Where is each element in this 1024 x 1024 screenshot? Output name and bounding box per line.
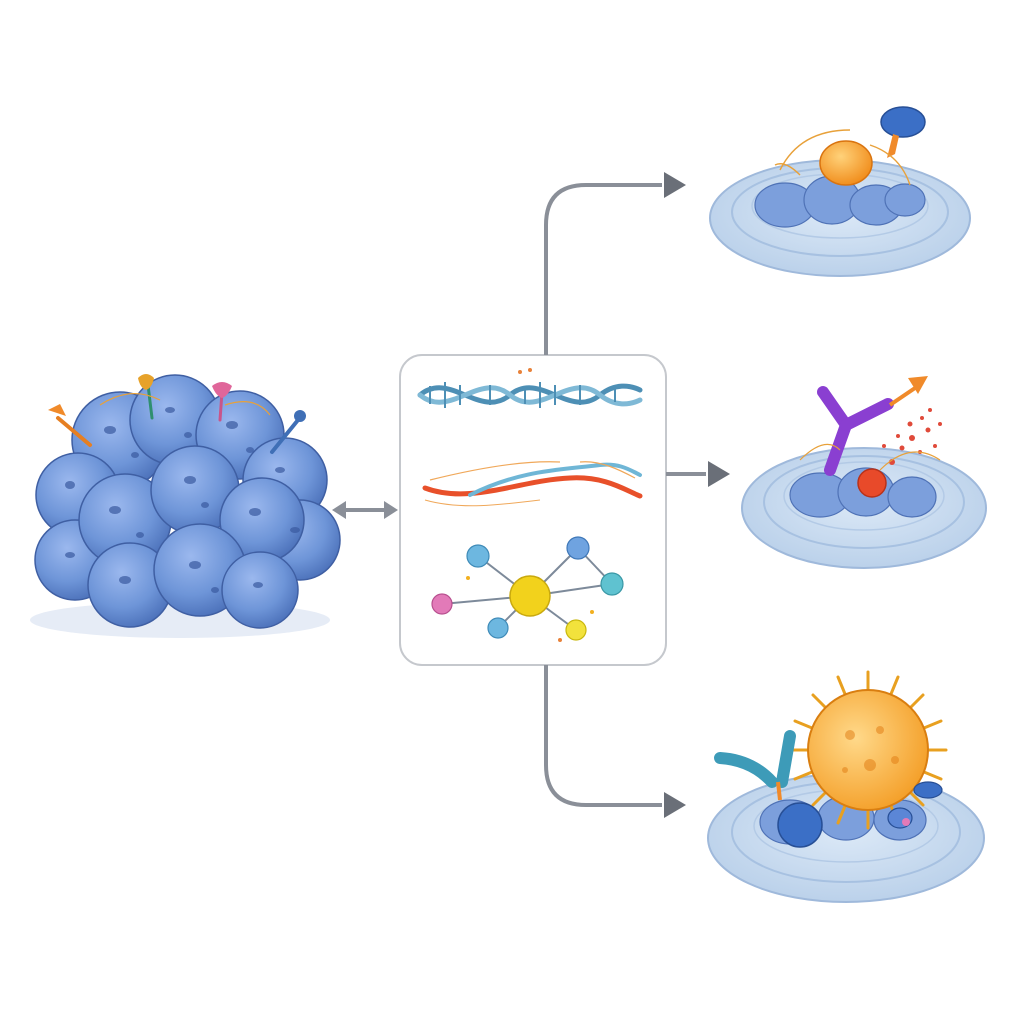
surface-markers: [48, 374, 306, 454]
network-node: [431, 593, 453, 615]
signal-particles: [882, 408, 942, 465]
cell-cluster: [30, 374, 341, 638]
network-node: [600, 572, 624, 596]
marker-stalk-green: [146, 383, 154, 420]
orange-marker-icon: [48, 404, 66, 416]
receptor-icon: [817, 376, 928, 476]
outcome-2: [741, 376, 987, 569]
pathogen-icon: [788, 670, 948, 830]
dish-cells: [754, 175, 926, 228]
bidirectional-arrow: [332, 501, 398, 519]
outcome-3: [707, 670, 985, 903]
yellow-marker-icon: [138, 374, 154, 390]
signal-arrow-icon: [908, 376, 928, 394]
cell-pores: [65, 407, 300, 593]
rna-strand-icon: [422, 461, 643, 507]
cluster-cells: [34, 374, 341, 629]
molecular-network-icon: [431, 536, 624, 642]
branch-arrows: [544, 183, 706, 807]
bound-molecule: [819, 140, 873, 186]
pink-marker-icon: [212, 382, 232, 398]
arrow-heads: [664, 172, 730, 818]
marker-stalk-blue: [270, 418, 300, 454]
network-node: [487, 617, 509, 639]
blue-marker-icon: [294, 410, 306, 422]
network-node: [566, 536, 590, 560]
outcome-1: [709, 106, 971, 277]
arrow-to-outcome-1: [544, 183, 662, 355]
immune-cell: [777, 802, 823, 848]
probe-molecule: [880, 106, 926, 138]
network-node: [466, 544, 490, 568]
arrow-to-outcome-3: [544, 665, 662, 807]
bound-marker: [913, 781, 943, 799]
marker-stalk-orange: [56, 416, 92, 447]
dna-helix-icon: [417, 368, 643, 408]
hub-box: [399, 354, 667, 666]
ligand-molecule: [857, 468, 887, 498]
molecular-hub: [399, 354, 667, 666]
network-node: [565, 619, 587, 641]
marker-tendrils: [99, 392, 271, 416]
network-center-node: [509, 575, 551, 617]
antibody-icon: [714, 730, 796, 801]
probe-tip-icon: [887, 134, 899, 158]
